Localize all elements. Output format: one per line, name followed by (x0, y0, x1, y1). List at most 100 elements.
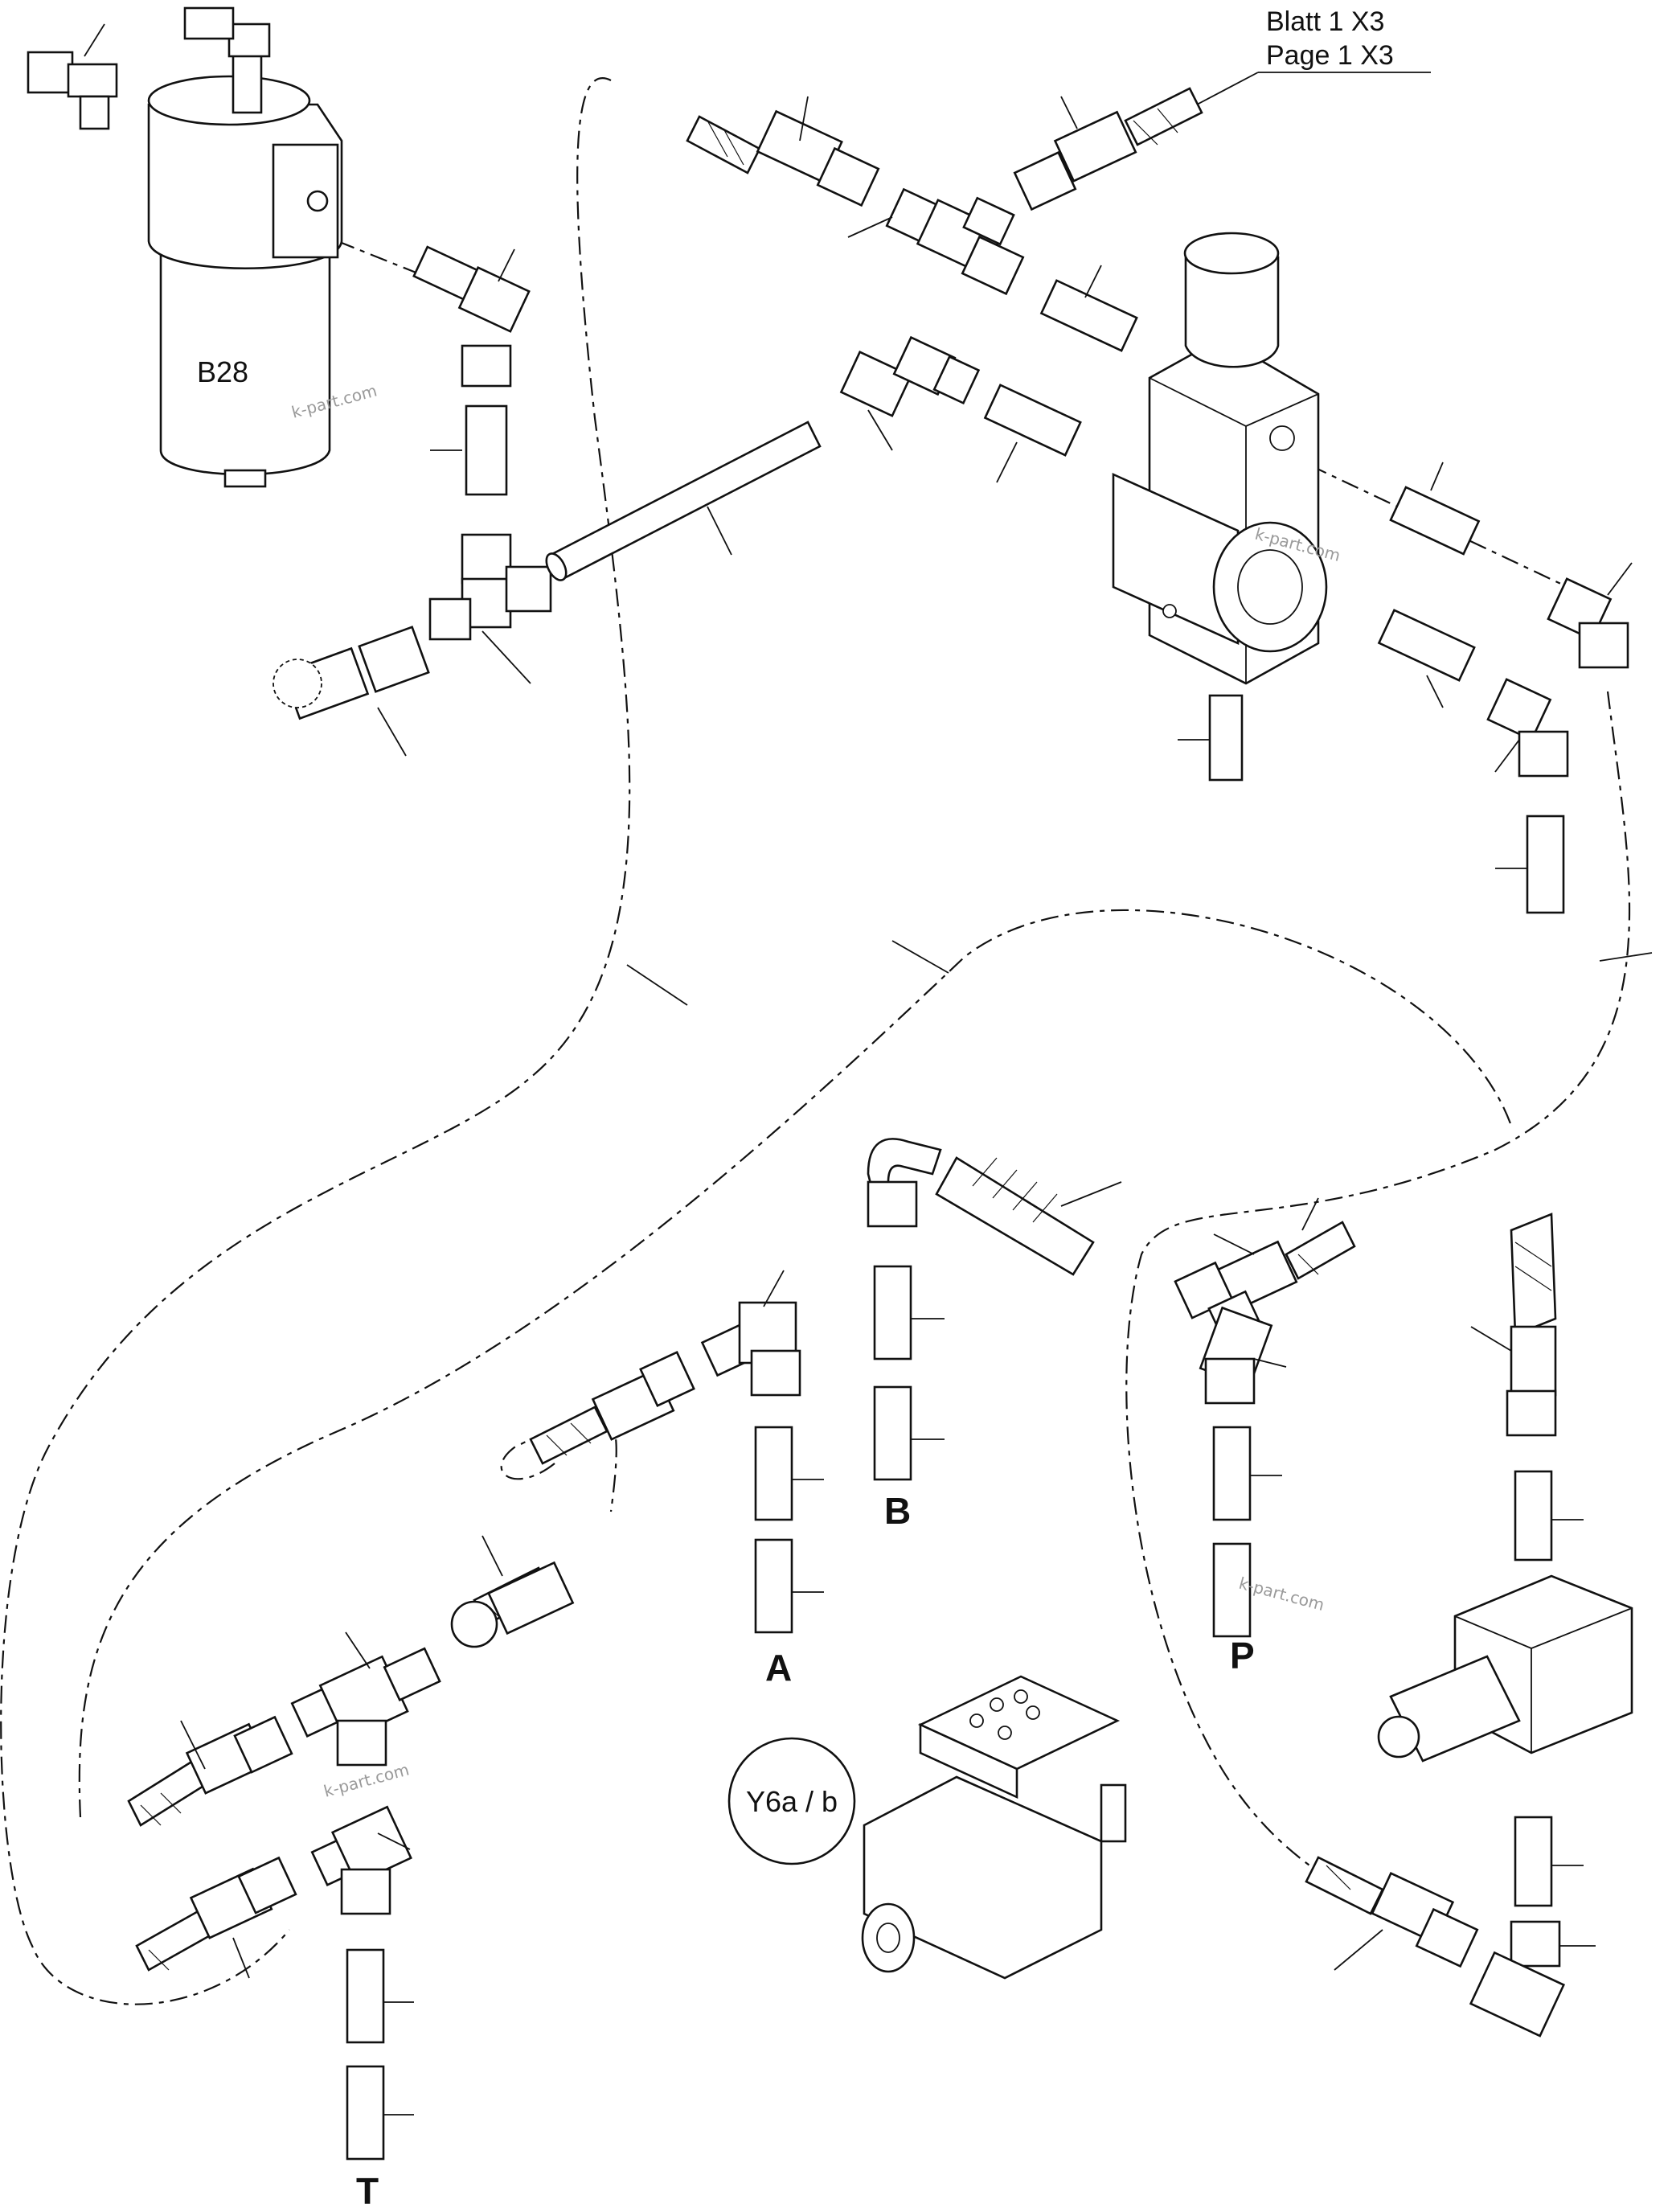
solenoid-valve: Y6a / b (727, 1675, 1127, 1980)
hose-ferrule (1053, 110, 1137, 183)
solenoid-coil-center (876, 1923, 900, 1953)
routing-leaders (626, 940, 1653, 1006)
hex-nut (461, 344, 512, 388)
fitting-chain-valve-right (1377, 462, 1633, 914)
leader-line (1607, 562, 1633, 596)
valve-cylinder (1112, 472, 1240, 646)
hose-top-right (1013, 87, 1203, 211)
filter-outlet-elbow (27, 23, 118, 130)
leader-line (498, 248, 515, 282)
leader-line (626, 964, 688, 1006)
hose-braid-vertical (1510, 1213, 1557, 1336)
hose-braid (529, 1406, 609, 1465)
test-port-nut (358, 626, 430, 693)
threaded-adapter (1514, 1470, 1553, 1562)
threaded-adapter (346, 2065, 385, 2161)
leader-line (1470, 1326, 1512, 1352)
leader-line (1253, 1358, 1287, 1368)
threaded-adapter (346, 1948, 385, 2044)
elbow-nut (750, 1349, 801, 1397)
leader-line (847, 216, 893, 238)
routing-line-middle (78, 909, 1513, 1818)
leader-line (799, 96, 809, 142)
tee-fitting-top (847, 187, 1025, 296)
port-label-p: P (1230, 1635, 1255, 1676)
threaded-adapter (754, 1426, 793, 1521)
valve-cap (1184, 256, 1280, 368)
braid-line (992, 1169, 1018, 1199)
leader-line (180, 1720, 206, 1770)
elbow-body (67, 63, 118, 98)
leader-line (1599, 952, 1653, 962)
leader-line (996, 441, 1018, 483)
filter-b28: B28 (147, 6, 343, 488)
braid-line (140, 1804, 162, 1826)
port-b-assembly: B (867, 1138, 1122, 1532)
threaded-adapter (1526, 815, 1565, 914)
adapter (1377, 609, 1476, 682)
port-p-assembly: P (1174, 1197, 1356, 1676)
leader-line (763, 1270, 785, 1307)
valve-block-right (1305, 1213, 1633, 2038)
braid-line (1012, 1181, 1038, 1211)
plate-hole (990, 1697, 1004, 1712)
tee-nut-bottom (340, 1868, 391, 1915)
leader-line (867, 409, 893, 451)
adapter (1389, 486, 1481, 556)
port-a-assembly: A (529, 1270, 824, 1689)
reference-line-2: Page 1 X3 (1266, 40, 1394, 71)
reference-note: Blatt 1 X3 Page 1 X3 (1181, 6, 1431, 113)
threaded-adapter (754, 1538, 793, 1634)
hose-ferrule (487, 1561, 575, 1635)
braid-line (723, 128, 744, 166)
hose-nut (450, 1600, 498, 1648)
hose-nut (1506, 1389, 1557, 1437)
adapter-body (983, 384, 1082, 457)
leader-line (1426, 675, 1444, 708)
elbow-body (1486, 678, 1552, 741)
leader-line (377, 1832, 411, 1850)
braid-line (1514, 1241, 1552, 1267)
threaded-adapter (1212, 1426, 1252, 1521)
port-label-b: B (884, 1490, 911, 1532)
pipe-elbow-fitting (839, 335, 981, 451)
elbow-bend (867, 1138, 942, 1192)
fitting-chain-filter (412, 245, 531, 496)
elbow-nut-right (932, 355, 981, 405)
block-knob (1377, 1715, 1420, 1759)
threaded-adapter (1514, 1816, 1553, 1907)
leader-line (377, 707, 407, 757)
elbow-nut (1204, 1357, 1256, 1405)
solenoid-right-cap (1100, 1783, 1127, 1843)
pipe-end (545, 552, 568, 581)
filter-head-top (147, 75, 311, 126)
hose-nut (816, 146, 880, 207)
reference-line-1: Blatt 1 X3 (1266, 6, 1384, 37)
hose-braid-section (935, 1156, 1095, 1276)
valve-cap-top (1183, 232, 1280, 275)
plate-hole (969, 1713, 984, 1728)
leader-line (707, 506, 732, 556)
solenoid-label-circle (727, 1737, 856, 1865)
hose-braid (127, 1759, 207, 1827)
hose-braid (1305, 1856, 1384, 1915)
filter-top-elbow (227, 23, 271, 58)
threaded-adapter (873, 1385, 912, 1481)
filter-drain (223, 469, 267, 488)
tee-nut-bottom (336, 1719, 387, 1767)
threaded-adapter (873, 1265, 912, 1360)
elbow-body (1469, 1951, 1566, 2038)
solenoid-body (863, 1775, 1103, 1980)
routing-line-left-loop (0, 77, 631, 2005)
solenoid-label: Y6a / b (746, 1785, 838, 1818)
plate-hole (998, 1726, 1012, 1740)
tee-with-test-cap (273, 533, 552, 757)
valve-flange-inner (1237, 549, 1303, 625)
braid-line (1157, 108, 1178, 133)
filter-label: B28 (197, 355, 248, 388)
elbow-nut-left (839, 351, 912, 417)
braid-line (1326, 1865, 1351, 1890)
leader-line (1334, 1929, 1383, 1971)
leader-line (1084, 265, 1102, 298)
